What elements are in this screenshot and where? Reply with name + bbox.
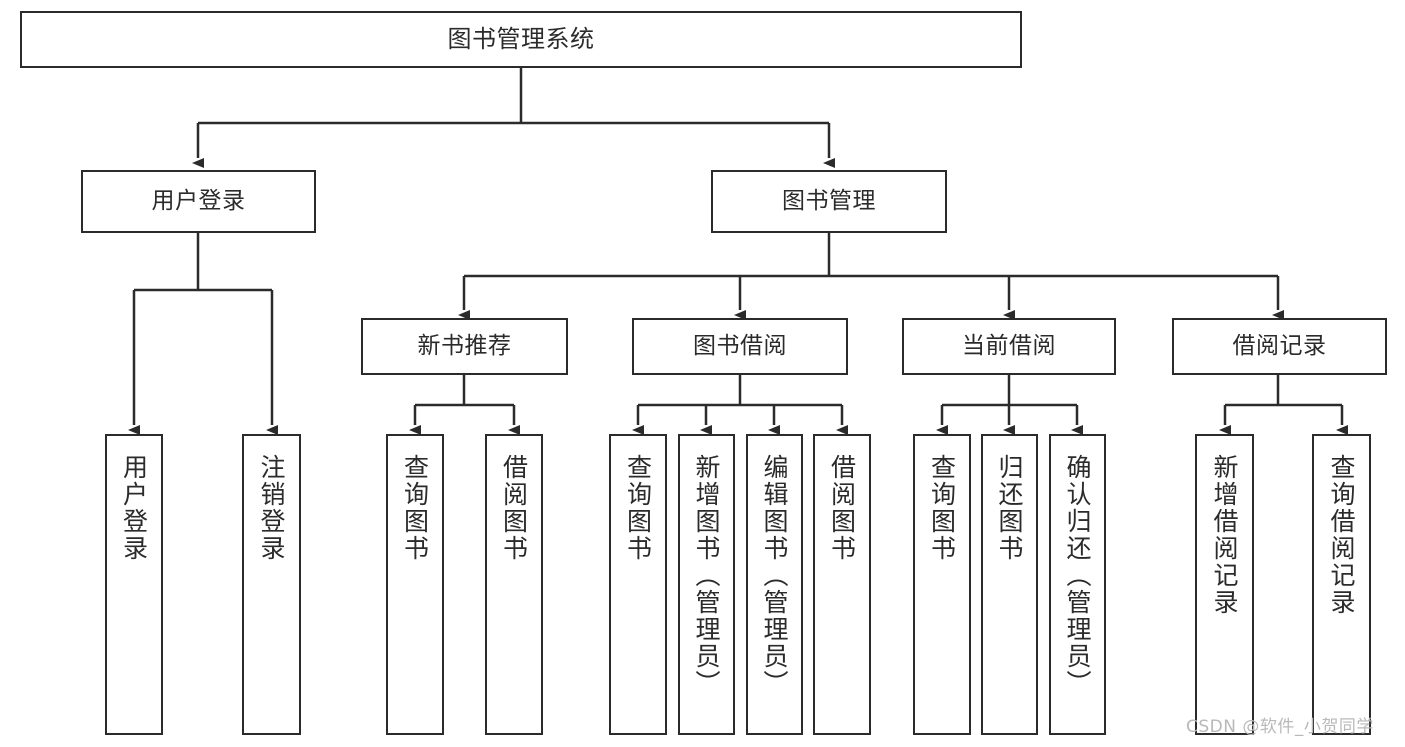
leaf-borrow-record-add-record[interactable]: 新增借阅记录 xyxy=(1195,434,1254,735)
leaf-current-borrow-confirm-return-admin[interactable]: 确认归还（管理员） xyxy=(1049,434,1106,735)
node-label: 确认归还（管理员） xyxy=(1063,454,1092,697)
node-label: 图书管理 xyxy=(782,187,876,214)
leaf-current-borrow-return-book[interactable]: 归还图书 xyxy=(981,434,1038,735)
node-label: 新增图书（管理员） xyxy=(692,454,721,697)
node-current-borrow[interactable]: 当前借阅 xyxy=(902,318,1116,375)
leaf-book-borrow-edit-book-admin[interactable]: 编辑图书（管理员） xyxy=(746,434,803,735)
leaf-new-book-query-book[interactable]: 查询图书 xyxy=(386,434,444,735)
node-borrow-record[interactable]: 借阅记录 xyxy=(1172,318,1387,375)
node-label: 查询借阅记录 xyxy=(1327,454,1356,616)
node-label: 查询图书 xyxy=(400,454,430,562)
leaf-book-borrow-borrow-book[interactable]: 借阅图书 xyxy=(813,434,871,735)
node-new-book-recommend[interactable]: 新书推荐 xyxy=(361,318,568,375)
node-label: 注销登录 xyxy=(257,454,286,562)
node-label: 查询图书 xyxy=(927,454,957,562)
leaf-user-login-logout[interactable]: 注销登录 xyxy=(242,434,301,735)
node-label: 新增借阅记录 xyxy=(1210,454,1239,616)
node-label: 归还图书 xyxy=(995,454,1024,562)
node-root-library-system[interactable]: 图书管理系统 xyxy=(20,11,1022,68)
node-label: 查询图书 xyxy=(623,454,653,562)
node-user-login[interactable]: 用户登录 xyxy=(81,170,316,233)
leaf-borrow-record-query-record[interactable]: 查询借阅记录 xyxy=(1312,434,1371,735)
node-label: 编辑图书（管理员） xyxy=(760,454,789,697)
leaf-new-book-borrow-book[interactable]: 借阅图书 xyxy=(485,434,543,735)
node-book-management[interactable]: 图书管理 xyxy=(711,170,947,233)
node-label: 借阅图书 xyxy=(827,454,857,562)
leaf-book-borrow-query-book[interactable]: 查询图书 xyxy=(609,434,667,735)
node-label: 借阅图书 xyxy=(499,454,529,562)
node-label: 用户登录 xyxy=(119,454,149,562)
leaf-book-borrow-add-book-admin[interactable]: 新增图书（管理员） xyxy=(678,434,735,735)
node-label: 图书管理系统 xyxy=(447,25,595,54)
node-label: 图书借阅 xyxy=(693,332,787,359)
node-label: 用户登录 xyxy=(151,187,246,214)
node-label: 新书推荐 xyxy=(417,332,512,359)
leaf-current-borrow-query-book[interactable]: 查询图书 xyxy=(913,434,971,735)
leaf-user-login-login[interactable]: 用户登录 xyxy=(105,434,163,735)
node-book-borrow[interactable]: 图书借阅 xyxy=(632,318,848,375)
node-label: 借阅记录 xyxy=(1232,332,1327,359)
node-label: 当前借阅 xyxy=(962,332,1056,359)
